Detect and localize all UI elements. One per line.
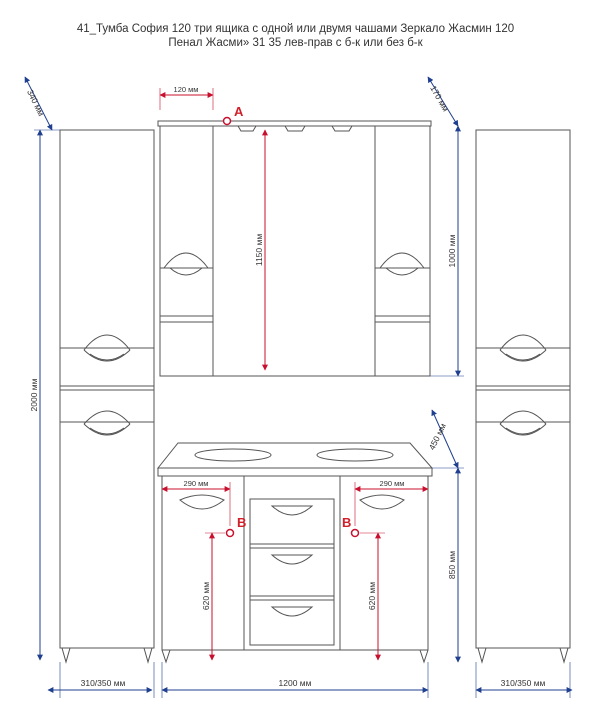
diagram-title-line-2: Пенал Жасми» 31 35 лев-прав с б-к или бе… <box>168 37 423 49</box>
marker-b-right-label: B <box>342 515 351 530</box>
mirror-shelf-label: 120 мм <box>174 85 199 94</box>
right-offset-label: 290 мм <box>380 479 405 488</box>
center-width-label: 1200 мм <box>279 678 312 688</box>
left-depth-label: 340 мм <box>25 88 46 118</box>
vanity-height-label: 850 мм <box>447 551 457 579</box>
right-pencil-case <box>475 129 571 664</box>
right-depth-label: 170 мм <box>428 84 451 114</box>
left-pencil-case <box>59 129 155 664</box>
left-width-label: 310/350 мм <box>81 678 126 688</box>
right-width-label: 310/350 мм <box>501 678 546 688</box>
right-depth-dimension-line <box>427 76 459 127</box>
vanity-depth-dimension-line <box>431 409 459 469</box>
vanity-depth-label: 450 мм <box>427 422 448 452</box>
left-offset-label: 290 мм <box>184 479 209 488</box>
right-pipe-label: 620 мм <box>367 582 377 610</box>
marker-a-label: A <box>234 104 244 119</box>
pencil-height-label: 2000 мм <box>29 378 39 411</box>
marker-b-right-circle <box>350 528 360 538</box>
mirror-cabinet <box>157 120 432 377</box>
marker-b-left-label: B <box>237 515 246 530</box>
marker-a-circle <box>222 116 232 126</box>
mirror-height-label: 1150 мм <box>254 234 264 266</box>
left-depth-dimension-line <box>24 76 53 131</box>
vanity-unit <box>156 442 434 664</box>
marker-b-left-circle <box>225 528 235 538</box>
diagram-title-line-1: 41_Тумба София 120 три ящика с одной или… <box>76 23 515 35</box>
mirror-block-label: 1000 мм <box>447 234 457 267</box>
left-pipe-label: 620 мм <box>201 582 211 610</box>
